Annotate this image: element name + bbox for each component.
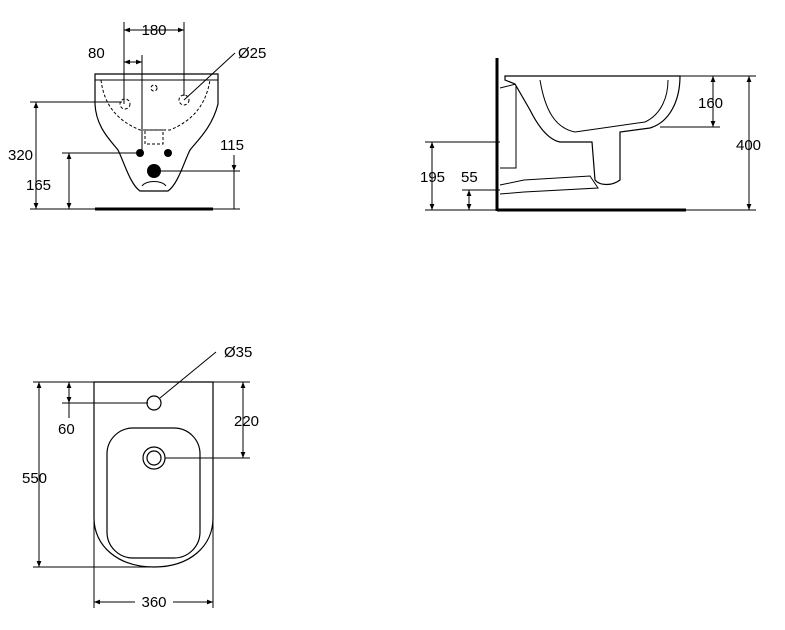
side-frame: [499, 83, 517, 169]
top-drain-inner: [146, 450, 162, 466]
front-fixing-bolt-right: [164, 149, 172, 157]
side-dim-195-label: 195: [420, 169, 445, 186]
front-foot-curve: [141, 181, 167, 187]
front-fixing-bolt-left: [136, 149, 144, 157]
top-view: Ø35 60 220 550 360: [22, 344, 259, 611]
side-dim-160-label: 160: [698, 95, 723, 112]
front-dim-115-label: 115: [220, 137, 244, 154]
front-dim-180-label: 180: [141, 22, 166, 39]
front-d25-label: Ø25: [238, 45, 266, 62]
front-dim-165-label: 165: [26, 177, 51, 194]
side-bidet-outline: [504, 75, 681, 186]
front-d25-leader: [183, 52, 236, 101]
front-view: 180 80 Ø25 320 165 115: [8, 22, 266, 211]
front-hole-left: [119, 98, 131, 110]
top-d35-leader: [159, 351, 217, 399]
top-dim-360-mask: [135, 593, 173, 609]
front-hidden-outlet: [144, 129, 164, 145]
front-hole-center: [150, 84, 158, 92]
front-bidet-outline: [94, 73, 219, 192]
top-tap-hole: [146, 395, 162, 411]
front-dim-320-label: 320: [8, 147, 33, 164]
top-dim-360-label: 360: [141, 594, 166, 611]
side-frame-foot: [499, 175, 599, 195]
side-dim-55-label: 55: [461, 169, 478, 186]
top-dim-60-label: 60: [58, 421, 75, 438]
front-waste-outlet: [147, 164, 161, 178]
side-bowl-inner: [539, 79, 669, 133]
front-dim-80-label: 80: [88, 45, 105, 62]
top-bowl-inner: [106, 427, 201, 559]
top-d35-label: Ø35: [224, 344, 252, 361]
side-dim-400-label: 400: [736, 137, 761, 154]
top-dim-550-label: 550: [22, 470, 47, 487]
side-view: 160 400 195 55: [420, 58, 761, 212]
top-dim-220-label: 220: [234, 413, 259, 430]
